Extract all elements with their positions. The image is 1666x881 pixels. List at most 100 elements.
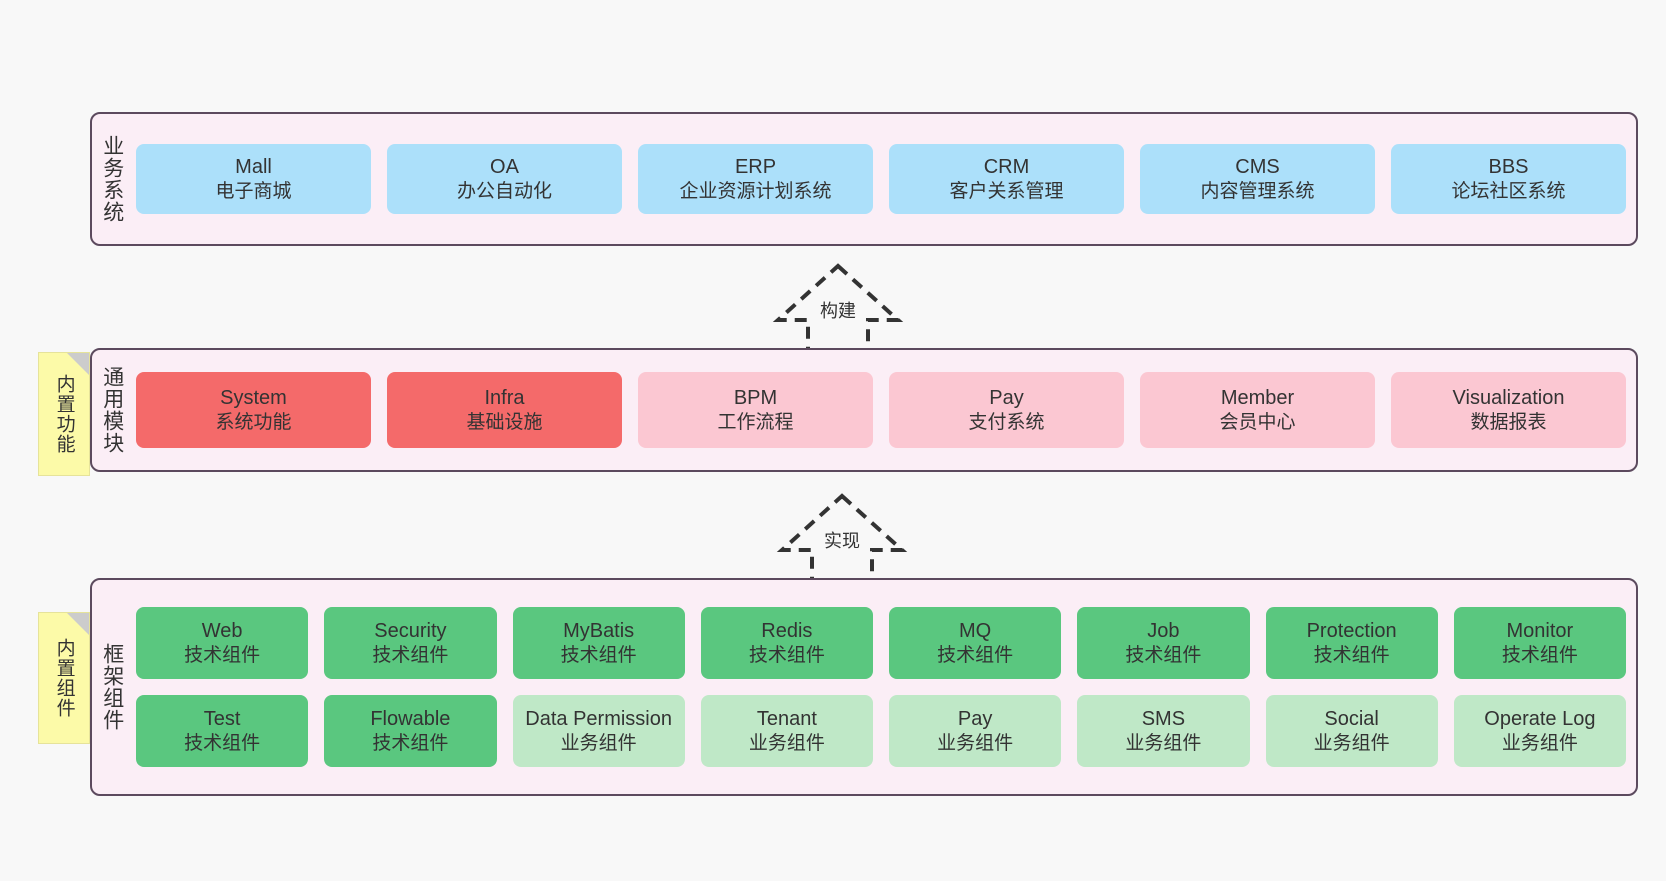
- layer-frame-row-1: Web 技术组件 Security 技术组件 MyBatis 技术组件 Redi…: [136, 607, 1626, 679]
- node-mall[interactable]: Mall 电子商城: [136, 144, 371, 214]
- node-cms-title: CMS: [1235, 156, 1280, 179]
- layer-frame-row-2: Test 技术组件 Flowable 技术组件 Data Permission …: [136, 695, 1626, 767]
- node-mq-title: MQ: [959, 620, 992, 643]
- node-flowable-subtitle: 技术组件: [372, 732, 449, 754]
- arrow-build-icon: [772, 263, 904, 356]
- arrow-implement: 实现: [762, 488, 942, 588]
- node-job[interactable]: Job 技术组件: [1077, 607, 1250, 679]
- node-job-title: Job: [1147, 620, 1180, 643]
- node-mybatis-subtitle: 技术组件: [560, 644, 637, 666]
- node-visualization-title: Visualization: [1452, 387, 1565, 410]
- node-security-subtitle: 技术组件: [372, 644, 449, 666]
- node-web-subtitle: 技术组件: [184, 644, 261, 666]
- node-mall-subtitle: 电子商城: [215, 180, 292, 202]
- node-test[interactable]: Test 技术组件: [136, 695, 309, 767]
- node-web[interactable]: Web 技术组件: [136, 607, 309, 679]
- node-oa[interactable]: OA 办公自动化: [387, 144, 622, 214]
- node-operate-log-subtitle: 业务组件: [1501, 732, 1578, 754]
- node-monitor-subtitle: 技术组件: [1501, 644, 1578, 666]
- node-tenant-subtitle: 业务组件: [748, 732, 825, 754]
- node-bpm-subtitle: 工作流程: [717, 411, 794, 433]
- node-sms[interactable]: SMS 业务组件: [1077, 695, 1250, 767]
- node-social-subtitle: 业务组件: [1313, 732, 1390, 754]
- node-social-title: Social: [1324, 708, 1379, 731]
- node-oa-subtitle: 办公自动化: [456, 180, 552, 202]
- layer-body-business: Mall 电子商城 OA 办公自动化 ERP 企业资源计划系统 CRM 客户关系…: [132, 114, 1636, 244]
- node-pay-component[interactable]: Pay 业务组件: [889, 695, 1062, 767]
- layer-common-module: 通用模块 System 系统功能 Infra 基础设施 BPM 工作流程 Pay…: [90, 348, 1638, 472]
- node-crm[interactable]: CRM 客户关系管理: [889, 144, 1124, 214]
- node-system[interactable]: System 系统功能: [136, 372, 371, 448]
- node-mybatis[interactable]: MyBatis 技术组件: [512, 607, 685, 679]
- node-pay-module-title: Pay: [989, 387, 1024, 410]
- node-tenant[interactable]: Tenant 业务组件: [700, 695, 873, 767]
- node-monitor[interactable]: Monitor 技术组件: [1453, 607, 1626, 679]
- layer-title-business: 业务系统: [100, 135, 124, 223]
- node-sms-subtitle: 业务组件: [1125, 732, 1202, 754]
- arrow-implement-icon: [776, 493, 908, 586]
- node-mq[interactable]: MQ 技术组件: [889, 607, 1062, 679]
- node-bbs[interactable]: BBS 论坛社区系统: [1391, 144, 1626, 214]
- node-data-permission[interactable]: Data Permission 业务组件: [512, 695, 685, 767]
- layer-title-frame: 框架组件: [100, 643, 124, 731]
- node-visualization[interactable]: Visualization 数据报表: [1391, 372, 1626, 448]
- node-test-subtitle: 技术组件: [184, 732, 261, 754]
- node-pay-component-subtitle: 业务组件: [937, 732, 1014, 754]
- node-pay-module[interactable]: Pay 支付系统: [889, 372, 1124, 448]
- node-mall-title: Mall: [235, 156, 272, 179]
- node-sms-title: SMS: [1141, 708, 1186, 731]
- node-data-permission-subtitle: 业务组件: [560, 732, 637, 754]
- node-mq-subtitle: 技术组件: [937, 644, 1014, 666]
- node-redis-subtitle: 技术组件: [748, 644, 825, 666]
- sticky-note-builtin-function: 内置功能: [38, 352, 90, 476]
- node-protection-title: Protection: [1306, 620, 1397, 643]
- node-test-title: Test: [203, 708, 241, 731]
- node-operate-log-title: Operate Log: [1484, 708, 1596, 731]
- node-redis-title: Redis: [761, 620, 813, 643]
- layer-body-common: System 系统功能 Infra 基础设施 BPM 工作流程 Pay 支付系统…: [132, 350, 1636, 470]
- layer-business-system: 业务系统 Mall 电子商城 OA 办公自动化 ERP 企业资源计划系统 CRM…: [90, 112, 1638, 246]
- layer-business-row-1: Mall 电子商城 OA 办公自动化 ERP 企业资源计划系统 CRM 客户关系…: [136, 144, 1626, 214]
- node-crm-title: CRM: [983, 156, 1030, 179]
- node-cms[interactable]: CMS 内容管理系统: [1140, 144, 1375, 214]
- node-protection-subtitle: 技术组件: [1313, 644, 1390, 666]
- node-pay-module-subtitle: 支付系统: [968, 411, 1045, 433]
- node-infra[interactable]: Infra 基础设施: [387, 372, 622, 448]
- node-web-title: Web: [201, 620, 243, 643]
- node-visualization-subtitle: 数据报表: [1470, 411, 1547, 433]
- arrow-build: 构建: [748, 258, 928, 358]
- node-erp[interactable]: ERP 企业资源计划系统: [638, 144, 873, 214]
- node-infra-subtitle: 基础设施: [466, 411, 543, 433]
- node-redis[interactable]: Redis 技术组件: [700, 607, 873, 679]
- node-protection[interactable]: Protection 技术组件: [1265, 607, 1438, 679]
- node-bbs-title: BBS: [1488, 156, 1529, 179]
- arrow-implement-label: 实现: [824, 531, 860, 551]
- node-crm-subtitle: 客户关系管理: [949, 180, 1064, 202]
- node-bbs-subtitle: 论坛社区系统: [1451, 180, 1566, 202]
- node-infra-title: Infra: [484, 387, 525, 410]
- node-erp-subtitle: 企业资源计划系统: [679, 180, 832, 202]
- node-tenant-title: Tenant: [756, 708, 817, 731]
- layer-body-frame: Web 技术组件 Security 技术组件 MyBatis 技术组件 Redi…: [132, 580, 1636, 794]
- node-flowable[interactable]: Flowable 技术组件: [324, 695, 497, 767]
- sticky-note-builtin-component: 内置组件: [38, 612, 90, 744]
- node-social[interactable]: Social 业务组件: [1265, 695, 1438, 767]
- node-security-title: Security: [374, 620, 447, 643]
- node-mybatis-title: MyBatis: [563, 620, 635, 643]
- node-bpm[interactable]: BPM 工作流程: [638, 372, 873, 448]
- layer-framework-component: 框架组件 Web 技术组件 Security 技术组件 MyBatis 技术组件…: [90, 578, 1638, 796]
- node-bpm-title: BPM: [733, 387, 778, 410]
- node-data-permission-title: Data Permission: [525, 708, 672, 731]
- node-operate-log[interactable]: Operate Log 业务组件: [1453, 695, 1626, 767]
- node-member[interactable]: Member 会员中心: [1140, 372, 1375, 448]
- node-monitor-title: Monitor: [1506, 620, 1574, 643]
- node-security[interactable]: Security 技术组件: [324, 607, 497, 679]
- node-member-subtitle: 会员中心: [1219, 411, 1296, 433]
- node-pay-component-title: Pay: [957, 708, 993, 731]
- node-member-title: Member: [1220, 387, 1295, 410]
- node-system-subtitle: 系统功能: [215, 411, 292, 433]
- arrow-build-label: 构建: [820, 301, 856, 321]
- node-oa-title: OA: [490, 156, 519, 179]
- node-flowable-title: Flowable: [370, 708, 451, 731]
